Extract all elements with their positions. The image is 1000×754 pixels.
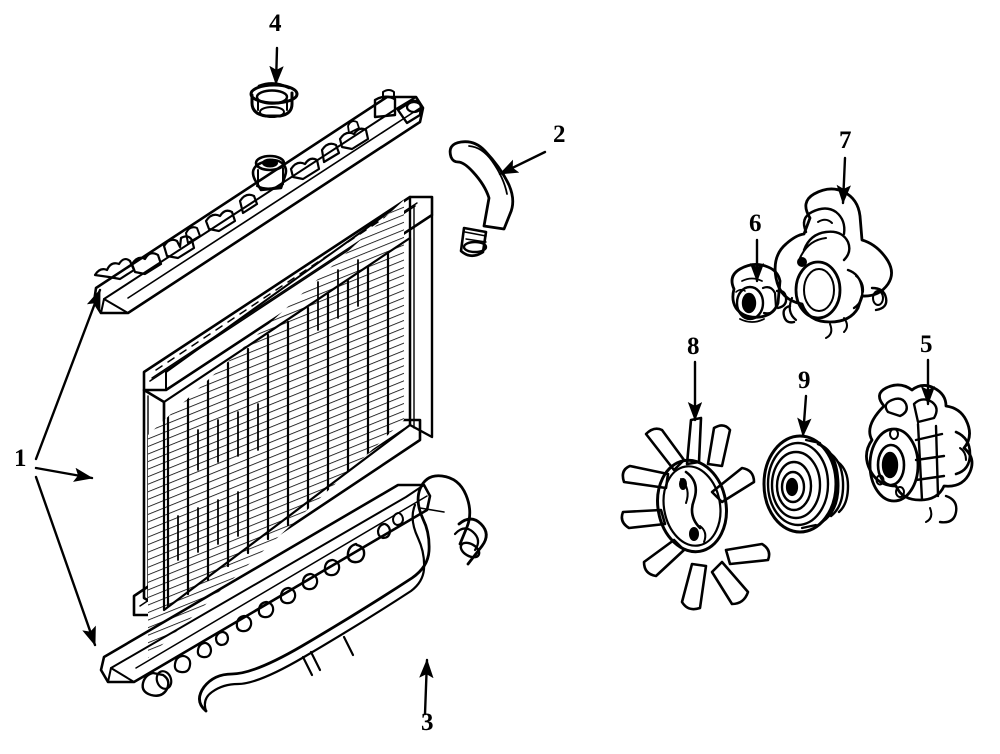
- leader-lines: [34, 46, 936, 716]
- leader-2: [498, 150, 547, 176]
- radiator-core: [132, 195, 434, 658]
- leader-3: [419, 658, 434, 716]
- lower-tank: [99, 483, 432, 697]
- water-pump-housing: [773, 187, 893, 339]
- callout-5: 5: [920, 331, 933, 358]
- callout-9: 9: [798, 367, 811, 394]
- leader-9: [797, 394, 812, 438]
- callout-6: 6: [749, 210, 762, 237]
- callout-1: 1: [14, 445, 27, 472]
- leader-4: [269, 46, 284, 86]
- callout-2: 2: [553, 121, 566, 148]
- upper-radiator-hose: [448, 140, 515, 258]
- leader-7: [836, 156, 851, 205]
- callout-7: 7: [839, 127, 852, 154]
- callout-4: 4: [269, 10, 282, 37]
- leader-1a: [34, 288, 102, 461]
- thermostat: [730, 263, 788, 323]
- leader-1c: [34, 475, 97, 647]
- water-pump: [865, 383, 974, 524]
- callout-3: 3: [421, 709, 434, 736]
- fan-clutch-pulley: [762, 434, 850, 534]
- callout-8: 8: [687, 333, 700, 360]
- leader-1b: [34, 466, 94, 482]
- lower-radiator-hose: [198, 474, 488, 713]
- cooling-fan-blade: [620, 416, 771, 611]
- upper-tank: [92, 89, 425, 315]
- radiator-cap: [249, 82, 299, 118]
